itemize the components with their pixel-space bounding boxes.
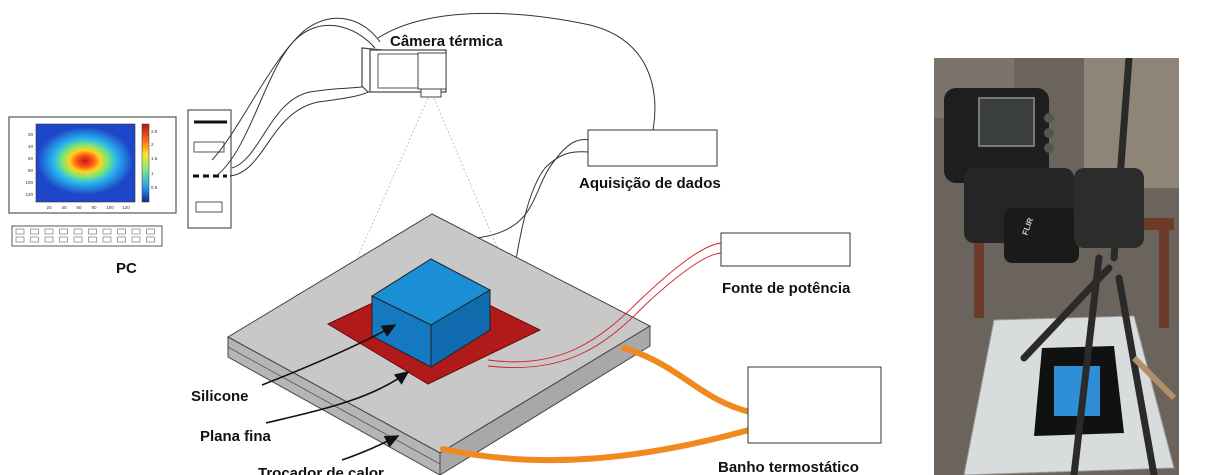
daq-box xyxy=(587,129,718,167)
y-tick: 100 xyxy=(25,180,33,185)
colorbar-tick: 0.5 xyxy=(151,185,158,190)
keyboard-key xyxy=(30,236,39,243)
colorbar xyxy=(141,123,150,203)
x-tick: 80 xyxy=(91,205,97,210)
keyboard-key xyxy=(88,228,97,235)
keyboard-key xyxy=(88,236,97,243)
keyboard-key xyxy=(44,236,54,243)
coolant-hoses xyxy=(440,345,753,464)
thermal-image-plot: 20 40 60 80 100 120 20 40 60 80 100 120 … xyxy=(25,123,158,210)
thermostatic-bath-box xyxy=(747,366,882,444)
colorbar-tick: 2.5 xyxy=(151,129,158,134)
setup-photograph: FLIR xyxy=(934,58,1179,475)
photo-camera: FLIR xyxy=(944,88,1079,263)
keyboard-key xyxy=(73,236,83,243)
data-cables xyxy=(211,12,656,319)
callout-arrows xyxy=(261,324,410,461)
colorbar-tick: 1.5 xyxy=(151,156,158,161)
bath-label: Banho termostático xyxy=(718,459,859,475)
thermal-camera xyxy=(361,47,447,98)
keyboard-key xyxy=(117,236,126,243)
keyboard-key xyxy=(146,228,155,235)
power-wires xyxy=(487,242,722,369)
pc-label: PC xyxy=(116,260,137,277)
keyboard-key xyxy=(102,228,112,235)
keyboard-key xyxy=(15,228,25,235)
x-tick: 20 xyxy=(46,205,52,210)
colorbar-tick: 2 xyxy=(151,142,154,147)
photo-silicone-block xyxy=(1054,366,1100,416)
daq-label: Aquisição de dados xyxy=(579,175,721,192)
silicone-label: Silicone xyxy=(191,388,249,405)
keyboard-key xyxy=(102,236,112,243)
keyboard-key xyxy=(146,236,155,243)
y-tick: 20 xyxy=(28,132,34,137)
keyboard xyxy=(11,225,163,247)
keyboard-key xyxy=(15,236,25,243)
x-tick: 60 xyxy=(76,205,82,210)
x-tick: 100 xyxy=(106,205,114,210)
power-supply-box xyxy=(720,232,851,267)
keyboard-key xyxy=(59,236,68,243)
x-tick: 120 xyxy=(122,205,130,210)
camera-label: Câmera térmica xyxy=(390,33,503,50)
keyboard-key xyxy=(73,228,83,235)
power-supply-label: Fonte de potência xyxy=(722,280,851,297)
colorbar-tick: 1 xyxy=(151,171,154,176)
y-tick: 80 xyxy=(28,168,34,173)
keyboard-key xyxy=(59,228,68,235)
exchanger-label: Trocador de calor xyxy=(258,465,384,475)
keyboard-key xyxy=(30,228,39,235)
y-tick: 40 xyxy=(28,144,34,149)
pc-tower xyxy=(187,109,232,229)
keyboard-key xyxy=(117,228,126,235)
pc-monitor: 20 40 60 80 100 120 20 40 60 80 100 120 … xyxy=(8,116,177,214)
y-tick: 120 xyxy=(25,192,33,197)
y-tick: 60 xyxy=(28,156,34,161)
plate-label: Plana fina xyxy=(200,428,272,445)
keyboard-key xyxy=(44,228,54,235)
keyboard-key xyxy=(131,236,141,243)
silicone-block xyxy=(370,258,492,368)
keyboard-key xyxy=(131,228,141,235)
x-tick: 40 xyxy=(61,205,67,210)
